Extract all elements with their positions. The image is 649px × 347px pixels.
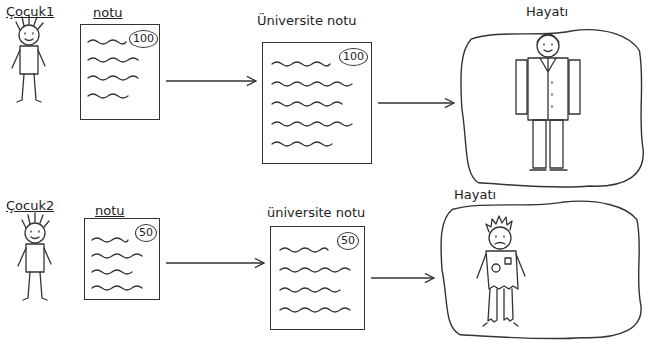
- grade-paper: notu100: [80, 24, 160, 120]
- limbs: [12, 50, 45, 102]
- paper-scribble: [272, 62, 352, 146]
- patch: [492, 264, 500, 272]
- face: [25, 33, 33, 41]
- face: [544, 44, 552, 52]
- grade-paper: Üniversite notu100: [262, 42, 372, 164]
- flow-arrow: [378, 102, 454, 103]
- node-heading: Hayatı: [526, 4, 568, 19]
- arm: [516, 60, 527, 114]
- paper-scribble: [92, 238, 142, 290]
- face: [31, 231, 39, 239]
- torn-shirt: [486, 251, 518, 289]
- shirt: [20, 46, 38, 74]
- blob-outline: [460, 26, 645, 191]
- head: [537, 35, 559, 57]
- node-heading: üniversite notu: [267, 205, 365, 220]
- limbs: [18, 248, 51, 300]
- child-label: Çocuk1: [6, 4, 54, 19]
- life-blob: Hayatı: [440, 198, 643, 342]
- blob-path: [461, 30, 643, 187]
- face: [495, 236, 505, 244]
- child-figure: [12, 15, 45, 102]
- leg: [550, 120, 563, 168]
- flow-arrow: [371, 277, 434, 278]
- feet: [483, 323, 518, 326]
- head: [25, 223, 45, 243]
- life-blob: Hayatı: [460, 26, 645, 191]
- arm: [569, 60, 580, 114]
- blob-path: [441, 201, 641, 338]
- flow-arrow: [166, 80, 256, 81]
- child-figure: [18, 213, 51, 300]
- torn-legs: [488, 289, 513, 322]
- node-heading: notu: [95, 203, 125, 218]
- leg: [533, 120, 546, 168]
- patch: [505, 258, 511, 264]
- hair: [22, 213, 49, 228]
- grade-number: 100: [339, 48, 368, 66]
- grade-number: 50: [337, 232, 359, 250]
- child-label: Çocuk2: [6, 198, 54, 213]
- node-heading: Üniversite notu: [257, 13, 357, 28]
- paper-scribble: [88, 40, 138, 98]
- blob-outline: [440, 198, 643, 342]
- grade-paper: notu50: [84, 218, 160, 300]
- adult-figure-ragged: [477, 216, 525, 326]
- head: [489, 227, 511, 249]
- shoes: [530, 169, 567, 170]
- shirt: [26, 244, 44, 272]
- node-heading: notu: [93, 5, 123, 20]
- head: [19, 25, 39, 45]
- paper-scribble: [280, 248, 350, 312]
- limbs: [477, 254, 525, 278]
- grade-paper: üniversite notu50: [270, 226, 365, 330]
- lapels: [540, 58, 556, 120]
- node-heading: Hayatı: [454, 187, 496, 202]
- hair: [486, 216, 512, 232]
- adult-figure-dressed: [516, 34, 580, 170]
- jacket: [528, 58, 568, 120]
- grade-number: 50: [135, 224, 157, 242]
- flow-arrow: [166, 262, 264, 263]
- grade-number: 100: [129, 30, 158, 48]
